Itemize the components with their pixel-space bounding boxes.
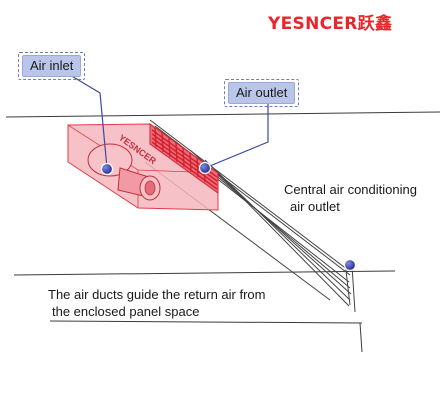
leader-inlet — [69, 74, 108, 169]
central-outlet-line2: air outlet — [290, 199, 340, 214]
leader-lines — [69, 74, 269, 169]
leader-outlet — [204, 101, 269, 169]
markers — [100, 161, 357, 272]
ducts-note: The air ducts guide the return air from … — [48, 286, 266, 320]
air-inlet-label: Air inlet — [17, 52, 86, 80]
marker-dot-icon — [343, 258, 357, 272]
ducts-line1: The air ducts guide the return air from — [48, 287, 266, 302]
marker-dot-icon — [198, 161, 212, 175]
ducts-line2: the enclosed panel space — [52, 304, 200, 319]
air-outlet-label: Air outlet — [223, 79, 300, 107]
marker-dot-icon — [100, 162, 114, 176]
central-outlet-line1: Central air conditioning — [284, 182, 417, 197]
brand-logo: YESNCER跃鑫 — [268, 14, 393, 34]
ac-unit — [67, 123, 219, 211]
ceiling-lines — [5, 111, 441, 353]
central-outlet-note: Central air conditioning air outlet — [284, 181, 417, 215]
